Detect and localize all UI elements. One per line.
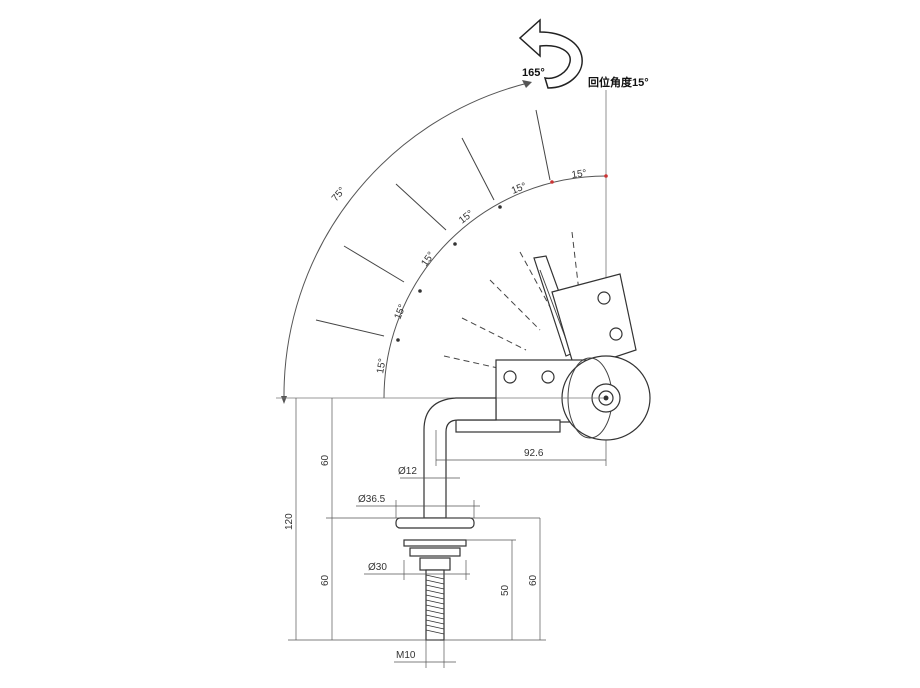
dim-height-60-right-label: 60 bbox=[528, 574, 539, 586]
dim-height-60-bottom-label: 60 bbox=[320, 574, 331, 586]
inner-arc-label-6: 15° bbox=[571, 168, 588, 181]
outer-arc-label: 75° bbox=[330, 185, 348, 204]
return-angle-label: 回位角度15° bbox=[588, 75, 649, 89]
inner-arc-label-2: 15° bbox=[393, 303, 409, 321]
outer-sweep-arc bbox=[283, 82, 529, 399]
hinge-upper-plate bbox=[551, 273, 637, 363]
inner-arc-label-4: 15° bbox=[457, 208, 476, 226]
inner-arc-label-5: 15° bbox=[510, 181, 528, 197]
dim-dia30-label: Ø30 bbox=[368, 562, 387, 573]
inner-arc-label-1: 15° bbox=[375, 358, 388, 375]
outer-position-lines bbox=[315, 109, 551, 337]
flange-assembly bbox=[395, 517, 475, 571]
dim-dia365-label: Ø36.5 bbox=[358, 494, 386, 505]
total-angle-label: 165° bbox=[522, 67, 545, 79]
inner-arc-ticks bbox=[396, 174, 608, 342]
dim-height-60-top-label: 60 bbox=[320, 454, 331, 466]
inner-arc-label-3: 15° bbox=[419, 250, 437, 269]
dim-dia12-label: Ø12 bbox=[398, 466, 417, 477]
threaded-rod bbox=[425, 569, 445, 641]
dim-thread-label: M10 bbox=[396, 650, 416, 661]
dim-height-50-label: 50 bbox=[500, 584, 511, 596]
inner-sweep-arc bbox=[383, 175, 607, 399]
outer-arc-arrowhead-top bbox=[522, 80, 532, 88]
bent-post bbox=[423, 397, 497, 519]
rotate-arrow-icon bbox=[518, 18, 583, 89]
dim-height-120-label: 120 bbox=[284, 513, 295, 530]
dimension-lines bbox=[288, 398, 607, 668]
dim-width-label: 92.6 bbox=[524, 448, 544, 459]
outer-arc-arrowhead bbox=[281, 396, 287, 404]
